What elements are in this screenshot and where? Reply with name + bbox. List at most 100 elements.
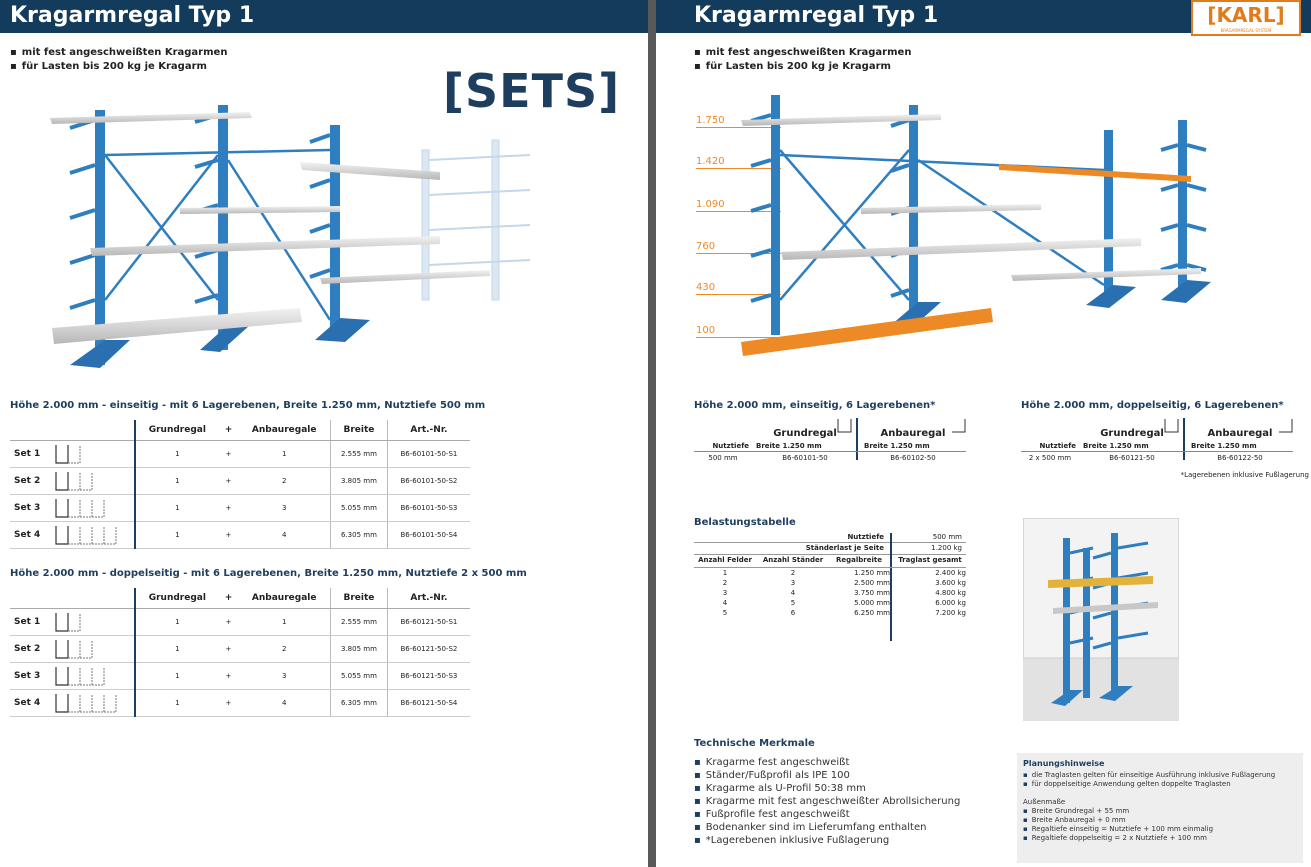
plus-sign: +	[218, 662, 239, 690]
set-label: Set 1	[14, 616, 41, 627]
art-nr: B6-60101-50-S3	[387, 494, 470, 522]
einseitig-title: Höhe 2.000 mm, einseitig, 6 Lagerebenen*	[694, 400, 936, 411]
rack-config-icon	[54, 666, 106, 686]
set-label: Set 4	[14, 529, 41, 540]
aussen-item: Regaltiefe einseitig = Nutztiefe + 100 m…	[1023, 825, 1297, 834]
breite-value: 6.305 mm	[330, 689, 388, 717]
header-art-nr: Art.-Nr.	[387, 420, 470, 441]
grund-count: 1	[135, 608, 219, 636]
plus-sign: +	[218, 494, 239, 522]
anbau-count: 3	[238, 662, 332, 690]
belastung-cell: 4.800 kg	[935, 589, 966, 597]
header-breite: Breite	[330, 420, 388, 441]
aussen-item: Breite Grundregal + 55 mm	[1023, 807, 1297, 816]
plan-title: Planungshinweise	[1023, 759, 1105, 768]
belastung-cell: 1.250 mm	[854, 569, 890, 577]
tech-item: Kragarme mit fest angeschweißter Abrolls…	[694, 795, 961, 808]
breite-value: 3.805 mm	[330, 467, 388, 495]
tech-item: Ständer/Fußprofil als IPE 100	[694, 769, 960, 782]
art-nr: B6-60121-50-S3	[387, 662, 470, 690]
belastung-title: Belastungstabelle	[694, 517, 796, 528]
header-anbauregale: Anbauregale	[238, 588, 332, 609]
belastung-cell: 5.000 mm	[854, 599, 890, 607]
rack-photo	[1023, 518, 1179, 721]
footnote: *Lagerebenen inklusive Fußlagerung	[1180, 471, 1309, 479]
planning-notes: Planungshinweise die Traglasten gelten f…	[1017, 753, 1303, 863]
plan-item: für doppelseitige Anwendung gelten doppe…	[1023, 780, 1297, 789]
set-label: Set 2	[14, 643, 41, 654]
plus-sign: +	[218, 440, 239, 468]
page-gutter	[648, 0, 656, 867]
art-nr: B6-60101-50-S4	[387, 521, 470, 549]
grund-count: 1	[135, 662, 219, 690]
belastung-cell: 2.500 mm	[854, 579, 890, 587]
right-page: Kragarmregal Typ 1 [KARL] KRAGARMREGAL-S…	[656, 0, 1311, 867]
header-grundregal: Grundregal	[135, 588, 219, 609]
anbau-count: 2	[238, 467, 332, 495]
header-breite: Breite	[330, 588, 388, 609]
set-label: Set 2	[14, 475, 41, 486]
anbauregal-label: Anbauregal	[880, 428, 946, 439]
aussen-title: Außenmaße	[1023, 798, 1066, 806]
grundregal-label: Grundregal	[1100, 428, 1164, 439]
rack-config-icon	[54, 525, 118, 545]
belastung-cell: 3.750 mm	[854, 589, 890, 597]
left-page: Kragarmregal Typ 1 mit fest angeschweißt…	[0, 0, 648, 867]
belastung-cell: 4	[722, 599, 728, 607]
plan-item: die Traglasten gelten für einseitige Aus…	[1023, 771, 1297, 780]
height-label: 1.090	[696, 199, 781, 212]
set-label: Set 3	[14, 670, 41, 681]
art-nr: B6-60121-50-S4	[387, 689, 470, 717]
tech-item: *Lagerebenen inklusive Fußlagerung	[694, 834, 960, 847]
feature-item: für Lasten bis 200 kg je Kragarm	[694, 60, 911, 74]
breite-anbau: Breite 1.250 mm	[1191, 442, 1257, 450]
belastung-header: Regalbreite	[836, 556, 882, 564]
header-plus: +	[218, 420, 239, 441]
height-label: 760	[696, 241, 781, 254]
breite-value: 2.555 mm	[330, 608, 388, 636]
rack-config-icon	[54, 693, 118, 713]
anbau-count: 4	[238, 689, 332, 717]
sets-table-doppelseitig: Grundregal + Anbauregale Breite Art.-Nr.…	[10, 588, 470, 717]
grund-count: 1	[135, 494, 219, 522]
feature-item: mit fest angeschweißten Kragarmen	[694, 46, 912, 60]
left-feature-list: mit fest angeschweißten Kragarmen für La…	[10, 46, 228, 74]
tech-item: Kragarme als U-Profil 50:38 mm	[694, 782, 960, 795]
belastung-cell: 6.250 mm	[854, 609, 890, 617]
art-grund: B6-60101-50	[782, 454, 828, 462]
art-nr: B6-60121-50-S1	[387, 608, 470, 636]
rack-config-icon	[54, 444, 82, 464]
anbauregal-label: Anbauregal	[1207, 428, 1273, 439]
tech-list: Kragarme fest angeschweißt Ständer/Fußpr…	[694, 756, 961, 847]
nutztiefe-label: Nutztiefe	[712, 442, 749, 450]
anbau-count: 2	[238, 635, 332, 663]
breite-grund: Breite 1.250 mm	[1083, 442, 1149, 450]
rack-config-icon	[54, 612, 82, 632]
set-label: Set 1	[14, 448, 41, 459]
aussen-item: Regaltiefe doppelseitig = 2 x Nutztiefe …	[1023, 834, 1297, 843]
grundregal-label: Grundregal	[773, 428, 837, 439]
plus-sign: +	[218, 608, 239, 636]
belastung-cell: 5	[722, 609, 728, 617]
anbauregal-icon	[1279, 419, 1293, 433]
belastung-header: Anzahl Ständer	[762, 556, 824, 564]
breite-value: 5.055 mm	[330, 662, 388, 690]
plus-sign: +	[218, 635, 239, 663]
height-label: 1.420	[696, 156, 781, 169]
rack-config-icon	[54, 639, 94, 659]
sets-badge: [SETS]	[443, 64, 621, 118]
belastung-cell: 4	[790, 589, 796, 597]
rack-illustration-heights	[741, 95, 1211, 356]
belastung-header: Traglast gesamt	[898, 556, 962, 564]
set-label: Set 3	[14, 502, 41, 513]
anbauregal-icon	[952, 419, 966, 433]
rack-illustration-sets	[50, 105, 531, 368]
grund-count: 1	[135, 521, 219, 549]
